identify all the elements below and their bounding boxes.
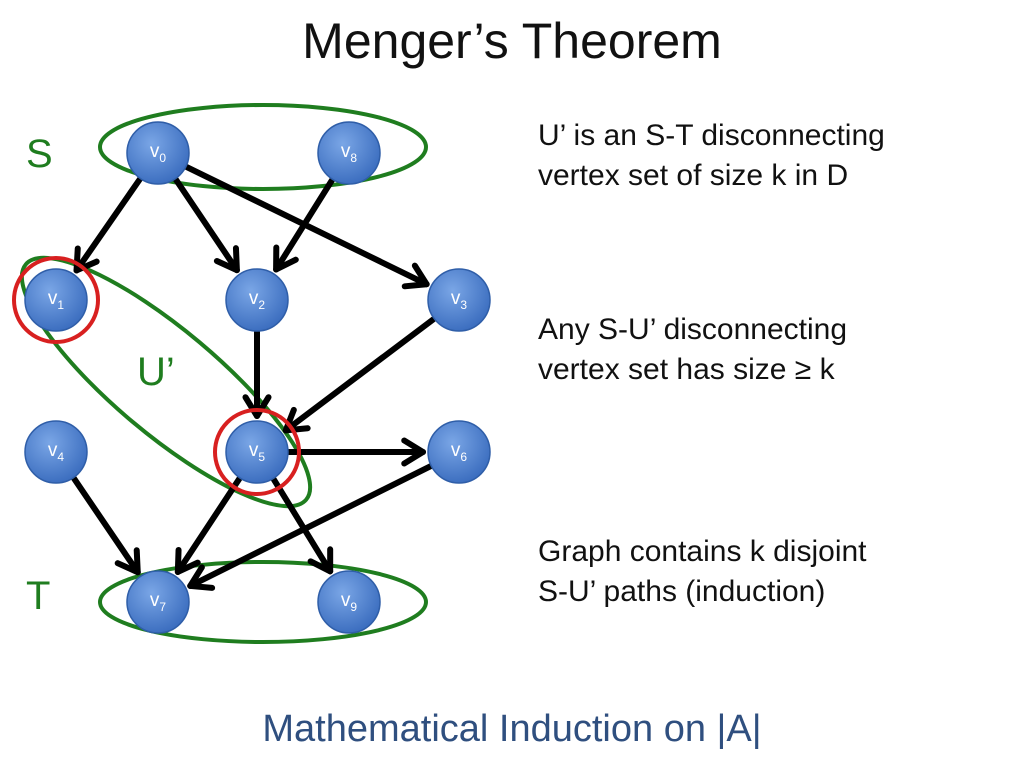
statement-2: Any S-U’ disconnecting vertex set has si… (538, 310, 847, 390)
node-v8: v8 (317, 121, 381, 185)
node-label-v3: v3 (451, 288, 468, 312)
set-t-label: T (26, 574, 51, 618)
node-v6: v6 (427, 420, 491, 484)
edge-v0-v3 (183, 164, 430, 290)
edge-v5-v7 (174, 475, 243, 575)
node-v4: v4 (24, 420, 88, 484)
node-label-v7: v7 (150, 590, 167, 614)
node-v7: v7 (126, 570, 190, 634)
footer-caption: Mathematical Induction on |A| (262, 708, 762, 750)
node-v9: v9 (317, 570, 381, 634)
statement-2-line-2: vertex set has size ≥ k (538, 353, 835, 386)
node-v5: v5 (213, 408, 301, 496)
edge-v8-v2 (273, 177, 336, 273)
set-t-outline (98, 560, 428, 644)
statement-1-line-2: vertex set of size k in D (538, 159, 849, 192)
edges-layer (70, 164, 437, 591)
node-label-v1: v1 (48, 288, 65, 312)
node-v3: v3 (427, 268, 491, 332)
statement-1-line-1: U’ is an S-T disconnecting (538, 119, 885, 152)
edge-v5-v6 (286, 437, 426, 467)
edge-v0-v1 (73, 176, 143, 274)
statement-3-line-2: S-U’ paths (induction) (538, 575, 826, 608)
node-label-v0: v0 (150, 141, 167, 165)
slide-title: Menger’s Theorem (302, 13, 722, 69)
statement-3: Graph contains k disjoint S-U’ paths (in… (538, 532, 867, 612)
edge-v3-v5 (282, 316, 437, 434)
highlight-ring-v5 (213, 408, 301, 496)
nodes-layer: v0 v8 v1 v2 v3 v4 v5 v6 v7 v9 (12, 121, 491, 634)
node-label-v6: v6 (451, 440, 468, 464)
node-v1: v1 (12, 256, 100, 344)
set-u-outline (19, 255, 313, 509)
statement-1: U’ is an S-T disconnecting vertex set of… (538, 116, 885, 196)
node-label-v8: v8 (341, 141, 358, 165)
edge-v5-v9 (270, 476, 334, 575)
node-v2: v2 (225, 268, 289, 332)
edge-v2-v5 (242, 329, 272, 419)
set-s-outline (98, 103, 428, 191)
edge-v4-v7 (70, 475, 141, 576)
statement-2-line-1: Any S-U’ disconnecting (538, 313, 848, 346)
highlight-ring-v1 (12, 256, 100, 344)
set-u-label: U’ (137, 350, 175, 394)
node-label-v2: v2 (249, 288, 266, 312)
node-label-v5: v5 (249, 440, 266, 464)
node-label-v9: v9 (341, 590, 358, 614)
statement-3-line-1: Graph contains k disjoint (538, 535, 867, 568)
edge-v0-v2 (172, 176, 240, 274)
node-label-v4: v4 (48, 440, 65, 464)
node-v0: v0 (126, 121, 190, 185)
edge-v6-v7 (187, 463, 434, 591)
set-s-label: S (26, 132, 53, 176)
